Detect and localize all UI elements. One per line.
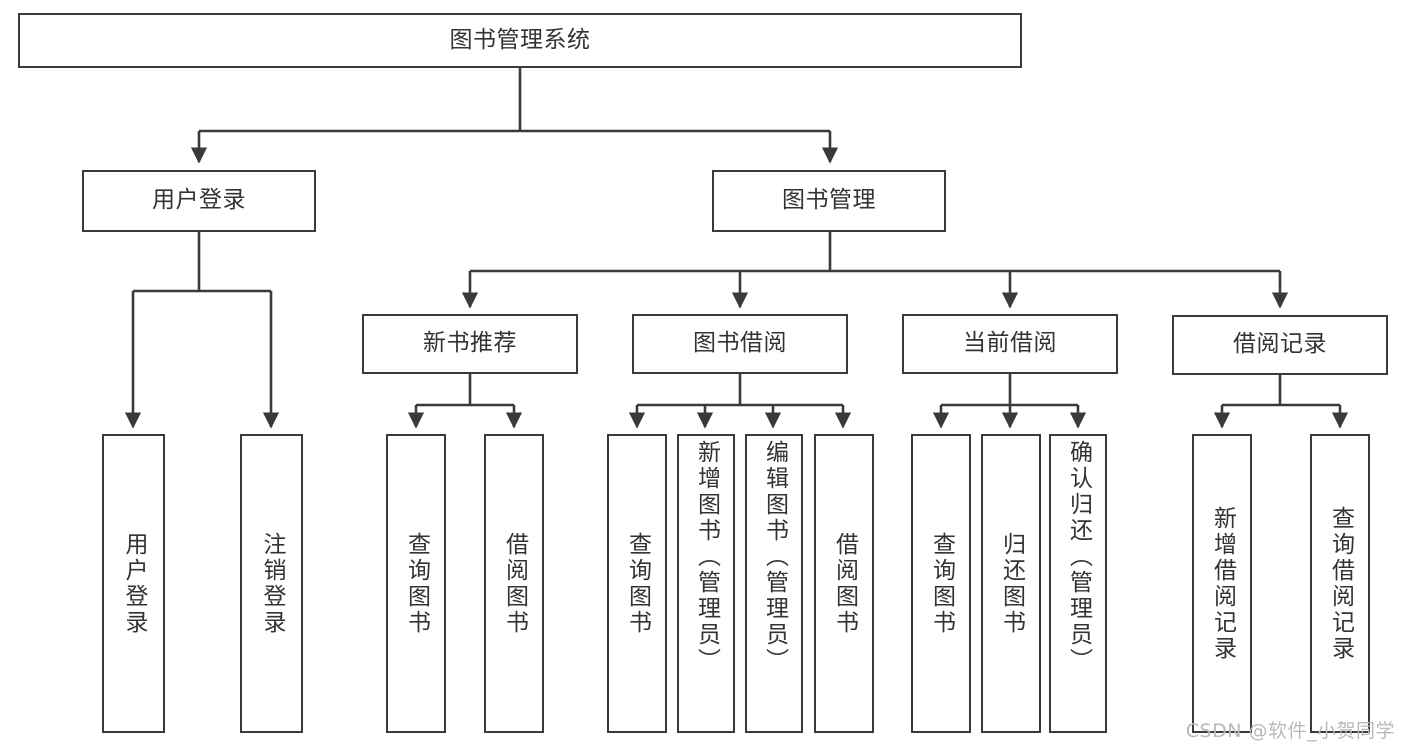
- node-leaf-return-book[interactable]: 归还图书: [981, 434, 1041, 733]
- node-leaf-borrow-book-2-label: 借阅图书: [831, 531, 858, 636]
- node-borrow-record-label: 借阅记录: [1233, 331, 1327, 358]
- node-current-borrow-label: 当前借阅: [963, 330, 1057, 357]
- node-current-borrow[interactable]: 当前借阅: [902, 314, 1118, 374]
- node-leaf-add-book[interactable]: 新增图书（管理员）: [677, 434, 735, 733]
- node-leaf-confirm-return-label: 确认归还（管理员）: [1065, 440, 1092, 674]
- node-book-manage[interactable]: 图书管理: [712, 170, 946, 232]
- node-leaf-add-book-label: 新增图书（管理员）: [693, 440, 720, 674]
- node-leaf-add-record-label: 新增借阅记录: [1209, 505, 1236, 662]
- node-leaf-query-book-1[interactable]: 查询图书: [386, 434, 446, 733]
- node-book-borrow[interactable]: 图书借阅: [632, 314, 848, 374]
- node-leaf-query-book-3-label: 查询图书: [928, 531, 955, 636]
- node-leaf-query-book-1-label: 查询图书: [403, 531, 430, 636]
- node-leaf-edit-book[interactable]: 编辑图书（管理员）: [745, 434, 803, 733]
- node-leaf-logout[interactable]: 注销登录: [240, 434, 303, 733]
- node-leaf-query-record-label: 查询借阅记录: [1327, 505, 1354, 662]
- node-leaf-query-book-3[interactable]: 查询图书: [911, 434, 971, 733]
- node-borrow-record[interactable]: 借阅记录: [1172, 315, 1388, 375]
- node-new-book-rec[interactable]: 新书推荐: [362, 314, 578, 374]
- node-leaf-return-book-label: 归还图书: [998, 531, 1025, 636]
- node-user-login[interactable]: 用户登录: [82, 170, 316, 232]
- node-leaf-query-record[interactable]: 查询借阅记录: [1310, 434, 1370, 733]
- node-root[interactable]: 图书管理系统: [18, 13, 1022, 68]
- node-root-label: 图书管理系统: [449, 26, 591, 53]
- node-leaf-user-login-label: 用户登录: [121, 531, 147, 636]
- node-leaf-user-login[interactable]: 用户登录: [102, 434, 165, 733]
- node-user-login-label: 用户登录: [152, 187, 246, 214]
- node-leaf-edit-book-label: 编辑图书（管理员）: [761, 440, 788, 674]
- node-leaf-query-book-2[interactable]: 查询图书: [607, 434, 667, 733]
- node-leaf-borrow-book-1-label: 借阅图书: [501, 531, 528, 636]
- csdn-watermark: CSDN @软件_小贺同学: [1185, 720, 1395, 742]
- node-leaf-borrow-book-1[interactable]: 借阅图书: [484, 434, 544, 733]
- node-leaf-borrow-book-2[interactable]: 借阅图书: [814, 434, 874, 733]
- node-leaf-query-book-2-label: 查询图书: [624, 531, 651, 636]
- node-leaf-logout-label: 注销登录: [259, 531, 285, 636]
- node-new-book-rec-label: 新书推荐: [423, 330, 517, 357]
- node-book-manage-label: 图书管理: [782, 187, 876, 214]
- node-leaf-add-record[interactable]: 新增借阅记录: [1192, 434, 1252, 733]
- node-leaf-confirm-return[interactable]: 确认归还（管理员）: [1049, 434, 1107, 733]
- node-book-borrow-label: 图书借阅: [693, 330, 787, 357]
